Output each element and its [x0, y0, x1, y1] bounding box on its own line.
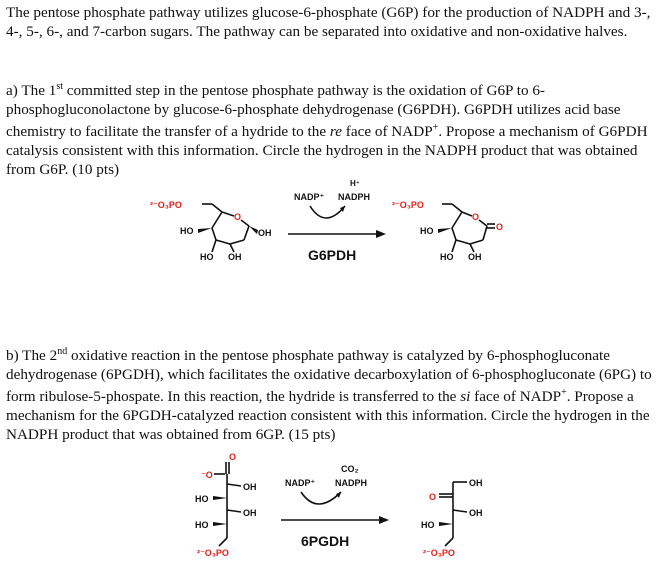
- ru5p-ketone-oxygen: O: [429, 492, 436, 502]
- nadp-in-label-b: NADP⁺: [285, 478, 316, 488]
- question-a-text1: committed step in the pentose phosphate …: [6, 82, 621, 141]
- lactone-ring-bond: [461, 211, 473, 217]
- lactone-ho-bottom-bond: [451, 239, 457, 253]
- cofactor-curve-arrow-b: [300, 491, 342, 505]
- cofactor-arrowhead: [340, 206, 345, 212]
- 6pg-c3-wedge: [213, 496, 227, 500]
- ru5p-phosphate-label: ²⁻O₃PO: [423, 548, 455, 558]
- 6pg-phosphate-label: ²⁻O₃PO: [197, 548, 229, 558]
- question-a-text3: . Propose a mechanism of G6PDH catalysis…: [6, 123, 648, 178]
- cofactor-curve-arrow: [309, 205, 346, 219]
- 6pg-c4-oh: OH: [243, 508, 257, 518]
- scheme-a: ²⁻O₃PO O OH HO HO OH NADP⁺ NADPH H⁺ G6PD…: [150, 179, 503, 263]
- lactone-phosphate-label: ²⁻O₃PO: [392, 200, 424, 210]
- lactone-ring-bond: [469, 239, 484, 245]
- 6pg-c2-oh-bond: [226, 483, 242, 487]
- g6p-ring-bond: [211, 211, 223, 229]
- lactone-ring-bond: [451, 211, 463, 229]
- enzyme-g6pdh-label: G6PDH: [308, 247, 356, 263]
- lactone-ring-oxygen: O: [472, 212, 479, 222]
- proton-label: H⁺: [350, 179, 360, 188]
- 6pg-c6-bond: [218, 537, 228, 547]
- g6p-ho-wedge: [198, 228, 212, 233]
- g6p-ring-bond: [211, 227, 217, 241]
- enzyme-6pgdh-label: 6PGDH: [301, 533, 349, 549]
- ru5p-c5-bond: [444, 537, 454, 547]
- question-a-prefix: a) The 1: [6, 82, 57, 100]
- ru5p-c3-oh: OH: [469, 508, 483, 518]
- lactone-ho-wedge: [438, 228, 452, 233]
- g6p-phosphate-label: ²⁻O₃PO: [150, 200, 182, 210]
- g6p-ring-bond: [243, 225, 250, 241]
- question-b-prefix: b) The 2: [6, 347, 58, 365]
- 6pg-c2-oh: OH: [243, 482, 257, 492]
- g6p-ring-bond: [229, 239, 245, 245]
- g6p-oh-bottom-bond: [229, 243, 235, 253]
- nadph-out-label: NADPH: [338, 192, 370, 202]
- lactone-oh-bottom-bond: [469, 243, 475, 253]
- ru5p-c3-oh-bond: [452, 509, 468, 513]
- 6pg-c5-ho: HO: [195, 520, 209, 530]
- lactone-carbonyl-oxygen: O: [496, 222, 503, 232]
- g6p-ring-bond: [215, 239, 231, 245]
- question-b-sup: nd: [57, 346, 68, 357]
- lactone-c6-bond: [451, 203, 463, 213]
- question-b-plus: +: [561, 387, 567, 399]
- lactone-ring-bond: [451, 227, 457, 241]
- g6p-ring-bond: [221, 211, 235, 217]
- 6pg-c3-ho: HO: [195, 494, 209, 504]
- cofactor-arrowhead-b: [336, 492, 341, 498]
- 6pg-c4-oh-bond: [226, 509, 242, 513]
- g6p-ho-bottom-bond: [211, 239, 217, 253]
- lactone-ho-left-label: HO: [420, 226, 434, 236]
- nadp-in-label: NADP⁺: [294, 192, 325, 202]
- ru5p-c4-wedge: [439, 522, 453, 526]
- g6p-c6-bond: [211, 203, 223, 213]
- lactone-oh-bottom-label: OH: [468, 252, 482, 262]
- question-b-face: si: [460, 388, 471, 406]
- question-b-text3: . Propose a mechanism for the 6PGDH-cata…: [6, 388, 650, 443]
- 6pg-carboxylate-o: O: [229, 452, 236, 462]
- ru5p-c1-oh: OH: [469, 478, 483, 488]
- nadph-out-label-b: NADPH: [335, 478, 367, 488]
- scheme-b: ⁻O O OH HO OH HO ²⁻O₃PO NADP⁺ NADPH CO₂ …: [195, 452, 483, 558]
- question-a-sup: st: [56, 81, 63, 92]
- 6pg-c5-wedge: [213, 522, 227, 526]
- question-b: b) The 2nd oxidative reaction in the pen…: [6, 343, 654, 444]
- g6p-ring-bond: [240, 219, 250, 227]
- 6pg-carboxylate-o-minus: ⁻O: [201, 470, 213, 480]
- question-a-text2: face of NADP: [341, 123, 433, 141]
- lactone-ho-bottom-label: HO: [440, 252, 454, 262]
- g6p-ring-oxygen: O: [234, 212, 241, 222]
- g6p-ho-bottom-label: HO: [200, 252, 214, 262]
- question-a-plus: +: [432, 122, 439, 134]
- g6p-oh-label: OH: [258, 228, 272, 238]
- g6p-ho-left-label: HO: [180, 226, 194, 236]
- co2-label: CO₂: [341, 464, 359, 474]
- lactone-ring-bond: [478, 219, 488, 227]
- reaction-arrowhead-b: [379, 516, 389, 524]
- g6p-oh-bottom-label: OH: [228, 252, 242, 262]
- question-a: a) The 1st committed step in the pentose…: [6, 78, 654, 179]
- intro-paragraph: The pentose phosphate pathway utilizes g…: [6, 4, 651, 40]
- question-a-face: re: [329, 123, 342, 141]
- lactone-ring-bond: [455, 239, 471, 245]
- g6p-oh-wedge: [249, 226, 258, 234]
- lactone-ring-bond: [482, 225, 488, 241]
- question-b-text2: face of NADP: [470, 388, 562, 406]
- question-b-text1: oxidative reaction in the pentose phosph…: [6, 347, 652, 406]
- reaction-arrowhead-a: [376, 230, 386, 238]
- ru5p-c4-ho: HO: [421, 520, 435, 530]
